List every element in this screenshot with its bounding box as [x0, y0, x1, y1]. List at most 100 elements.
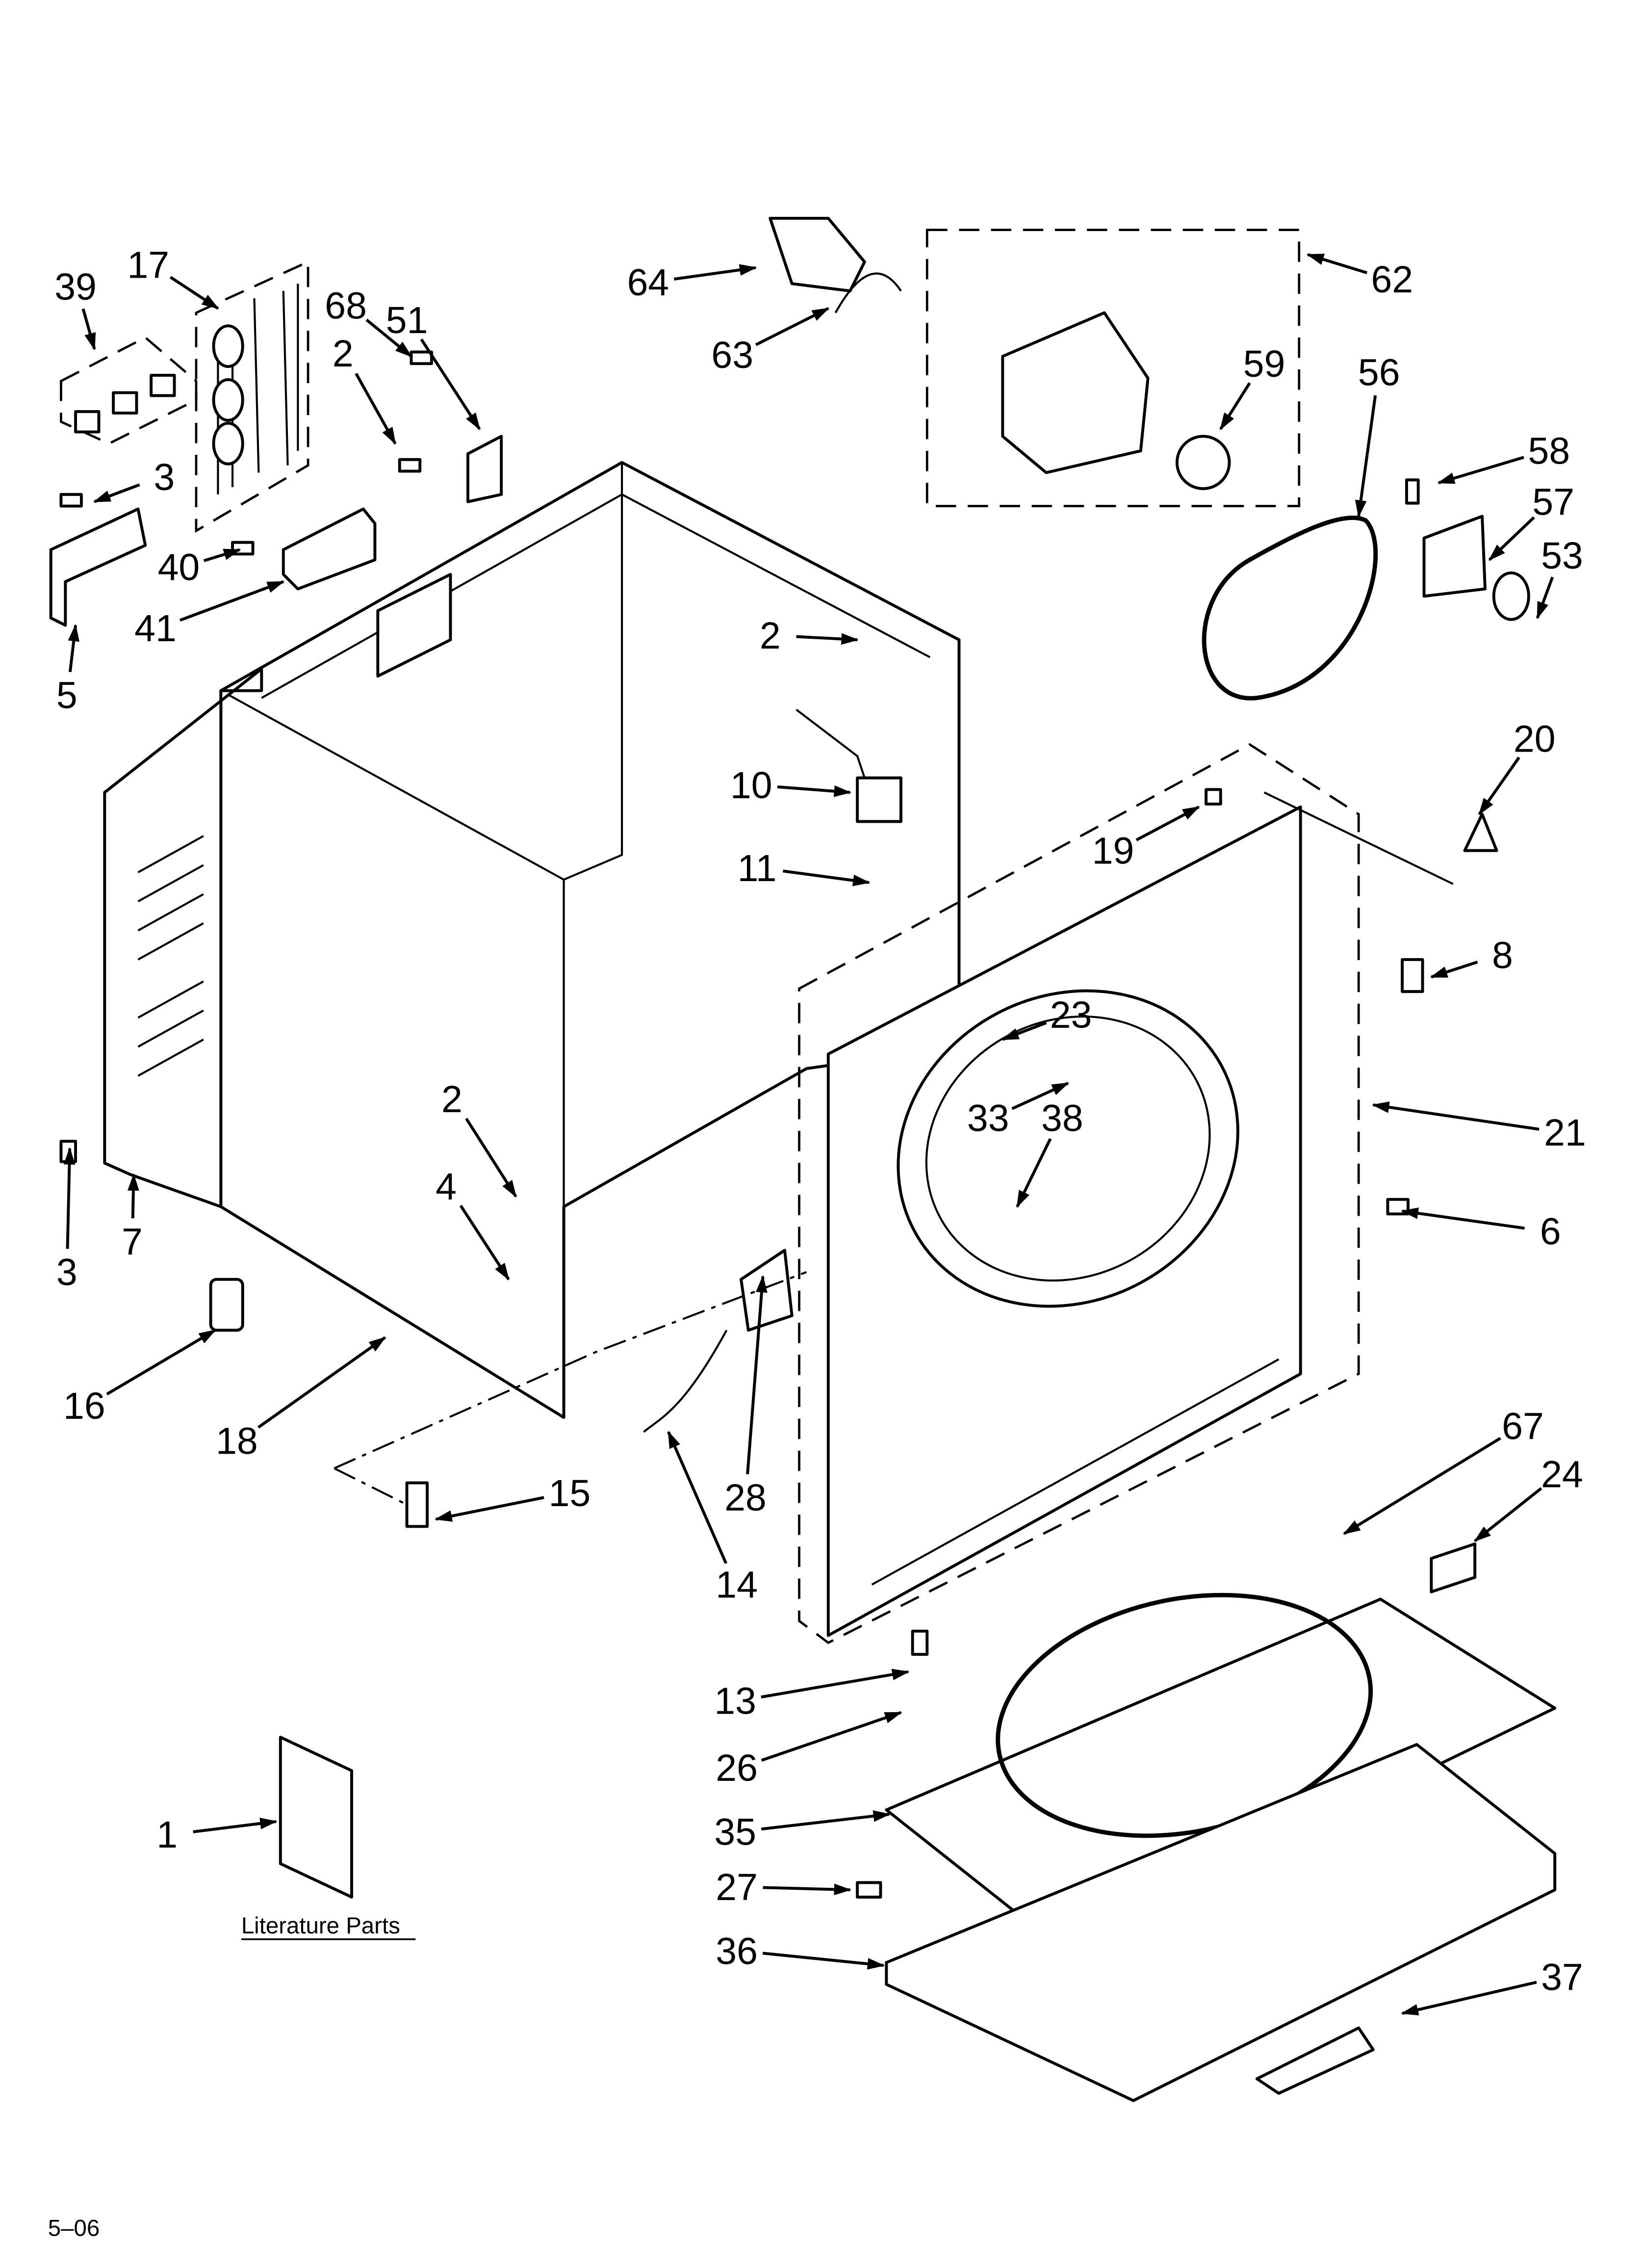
- terminal-block-kit-outline: [60, 336, 198, 445]
- callout-36: 36: [716, 1930, 758, 1972]
- leader-arrow-4: [459, 1204, 510, 1281]
- callout-1: 1: [156, 1814, 178, 1856]
- callout-33: 33: [967, 1097, 1009, 1140]
- callout-21: 21: [1544, 1112, 1586, 1154]
- leader-arrow-17: [169, 276, 219, 310]
- callout-13: 13: [714, 1680, 756, 1722]
- callout-53: 53: [1541, 535, 1583, 577]
- leader-arrow-59: [1219, 382, 1251, 431]
- leader-arrow-20: [1478, 756, 1520, 816]
- callout-51: 51: [386, 299, 428, 341]
- callout-39: 39: [54, 266, 97, 308]
- callout-58: 58: [1528, 430, 1570, 472]
- callout-63: 63: [711, 334, 753, 376]
- leader-arrow-41: [180, 580, 285, 622]
- door-inner: [885, 1597, 1557, 1950]
- leader-arrow-14: [667, 1431, 728, 1564]
- leader-arrow-40: [203, 548, 241, 562]
- callout-56: 56: [1358, 352, 1400, 394]
- leader-arrow-53: [1536, 576, 1554, 620]
- leader-arrow-35: [761, 1810, 891, 1831]
- leader-arrow-5: [68, 624, 80, 673]
- leader-arrow-2: [796, 633, 859, 645]
- leader-arrow-11: [783, 869, 871, 886]
- callout-62: 62: [1371, 259, 1413, 301]
- wire-harness-outline: [195, 260, 309, 533]
- callout-2: 2: [441, 1078, 462, 1121]
- leader-arrow-15: [434, 1496, 544, 1522]
- leader-arrow-28: [746, 1275, 768, 1475]
- callout-64: 64: [627, 261, 669, 304]
- callout-37: 37: [1541, 1956, 1583, 1999]
- callout-18: 18: [216, 1420, 258, 1462]
- leader-arrow-13: [761, 1668, 910, 1699]
- callout-3: 3: [56, 1251, 77, 1294]
- drive-belt: [1202, 515, 1378, 701]
- leader-arrow-26: [761, 1711, 902, 1762]
- door-outer: [885, 1743, 1557, 2102]
- callout-26: 26: [716, 1747, 758, 1789]
- literature-parts-caption: Literature Parts: [241, 1913, 400, 1939]
- leader-arrow-56: [1355, 395, 1377, 518]
- callout-2: 2: [333, 333, 354, 375]
- callout-68: 68: [325, 285, 367, 327]
- leader-arrow-1: [193, 1818, 278, 1833]
- leader-arrow-64: [673, 264, 757, 281]
- leader-arrow-24: [1473, 1487, 1542, 1542]
- callout-27: 27: [716, 1866, 758, 1908]
- leader-arrow-39: [81, 308, 96, 351]
- leader-arrow-21: [1371, 1101, 1539, 1131]
- leader-arrow-3: [93, 483, 140, 503]
- leader-arrow-27: [763, 1883, 852, 1896]
- leader-arrow-18: [257, 1336, 386, 1429]
- leader-arrow-38: [1016, 1138, 1052, 1208]
- leader-arrow-2: [465, 1118, 517, 1198]
- motor-assembly-outline: [925, 229, 1301, 507]
- leader-arrow-6: [1401, 1207, 1525, 1230]
- literature-book: [279, 1736, 353, 1899]
- callout-3: 3: [154, 456, 175, 498]
- leader-arrow-16: [106, 1329, 217, 1396]
- parts-artwork: [49, 216, 1557, 2102]
- callout-41: 41: [134, 607, 177, 650]
- leader-arrow-23: [1001, 1021, 1047, 1041]
- leader-arrow-51: [420, 339, 481, 431]
- callout-16: 16: [63, 1385, 105, 1427]
- callout-19: 19: [1092, 830, 1134, 872]
- leader-arrow-37: [1401, 1981, 1537, 2016]
- leader-arrow-33: [1011, 1082, 1070, 1110]
- callout-6: 6: [1540, 1211, 1561, 1253]
- callout-38: 38: [1041, 1097, 1083, 1140]
- callout-8: 8: [1492, 935, 1513, 977]
- callout-57: 57: [1532, 481, 1574, 523]
- callout-5: 5: [56, 674, 77, 716]
- leader-arrow-67: [1343, 1436, 1501, 1535]
- leader-arrows: [63, 253, 1554, 2016]
- callout-35: 35: [714, 1811, 756, 1853]
- leader-arrow-68: [365, 318, 412, 358]
- leader-arrow-58: [1437, 456, 1524, 484]
- leader-arrow-7: [128, 1173, 139, 1219]
- callout-10: 10: [730, 764, 772, 807]
- leader-arrow-57: [1488, 516, 1535, 561]
- callout-23: 23: [1050, 994, 1092, 1036]
- cabinet-body: [219, 461, 961, 1419]
- callout-28: 28: [724, 1477, 767, 1519]
- leader-arrow-62: [1306, 253, 1368, 274]
- callout-59: 59: [1243, 343, 1285, 385]
- page-code: 5–06: [48, 2215, 100, 2241]
- callout-7: 7: [122, 1221, 143, 1263]
- leader-arrow-63: [755, 307, 830, 346]
- leader-arrow-36: [762, 1952, 885, 1970]
- leader-arrow-2: [355, 373, 397, 445]
- callout-20: 20: [1514, 718, 1556, 760]
- callout-11: 11: [738, 847, 777, 889]
- callout-24: 24: [1541, 1453, 1583, 1495]
- callout-67: 67: [1502, 1406, 1544, 1448]
- callout-2: 2: [760, 615, 781, 657]
- callout-17: 17: [127, 244, 169, 286]
- callout-4: 4: [436, 1166, 457, 1208]
- callout-14: 14: [716, 1564, 758, 1606]
